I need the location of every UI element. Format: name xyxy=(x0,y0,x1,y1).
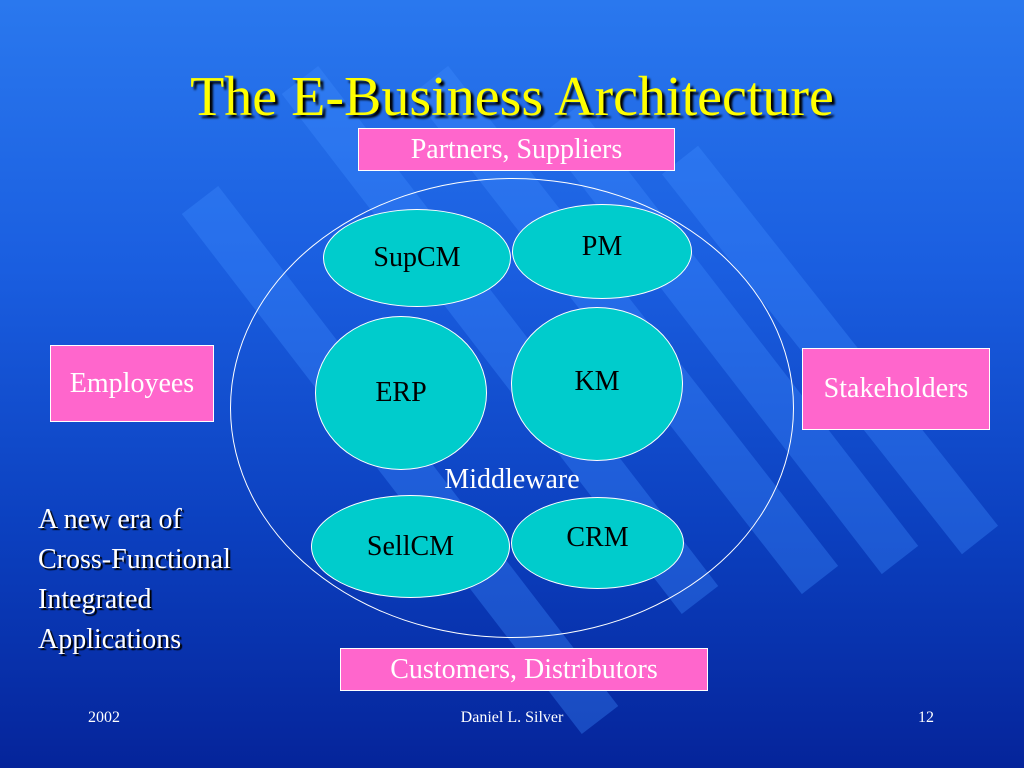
crm-label: CRM xyxy=(566,522,629,553)
middleware-label: Middleware xyxy=(444,464,580,495)
pm-label: PM xyxy=(581,230,623,262)
slide-title: The E-Business Architecture xyxy=(190,66,834,128)
era-note: A new era of Cross-Functional Integrated… xyxy=(38,500,231,660)
era-note-line: Applications xyxy=(38,624,182,655)
era-note-line: Integrated xyxy=(38,584,152,615)
architecture-ring xyxy=(230,178,794,638)
stakeholders-box: Stakeholders xyxy=(802,348,990,430)
footer-page-number: 12 xyxy=(918,709,934,726)
footer-author: Daniel L. Silver xyxy=(460,709,564,726)
customers-distributors-box: Customers, Distributors xyxy=(340,648,708,691)
sellcm-label: SellCM xyxy=(366,530,455,562)
era-note-line: Cross-Functional xyxy=(38,544,231,575)
partners-suppliers-box: Partners, Suppliers xyxy=(358,128,675,171)
supcm-label: SupCM xyxy=(373,242,461,273)
employees-box: Employees xyxy=(50,345,214,422)
km-bubble: KM xyxy=(511,307,683,461)
supcm-bubble: SupCM xyxy=(323,209,511,307)
erp-label: ERP xyxy=(375,377,427,408)
footer-year: 2002 xyxy=(88,709,120,726)
crm-bubble: CRM xyxy=(511,497,684,589)
era-note-line: A new era of xyxy=(38,504,182,535)
pm-bubble: PM xyxy=(512,204,692,299)
erp-bubble: ERP xyxy=(315,316,487,470)
km-label: KM xyxy=(574,366,620,397)
sellcm-bubble: SellCM xyxy=(311,495,510,598)
